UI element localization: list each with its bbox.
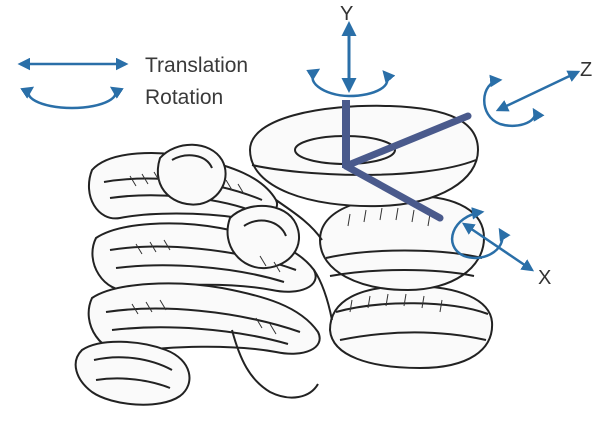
z-axis-translation-arrow xyxy=(498,72,578,110)
vertebrae-illustration xyxy=(76,106,492,405)
y-axis-label: Y xyxy=(340,4,353,24)
z-axis-rotation-arrow xyxy=(484,80,535,126)
rotation-legend-icon xyxy=(28,88,115,108)
x-axis-label: X xyxy=(538,268,551,288)
translation-label: Translation xyxy=(145,55,248,76)
rotation-label: Rotation xyxy=(145,87,223,108)
z-axis-label: Z xyxy=(580,60,592,80)
